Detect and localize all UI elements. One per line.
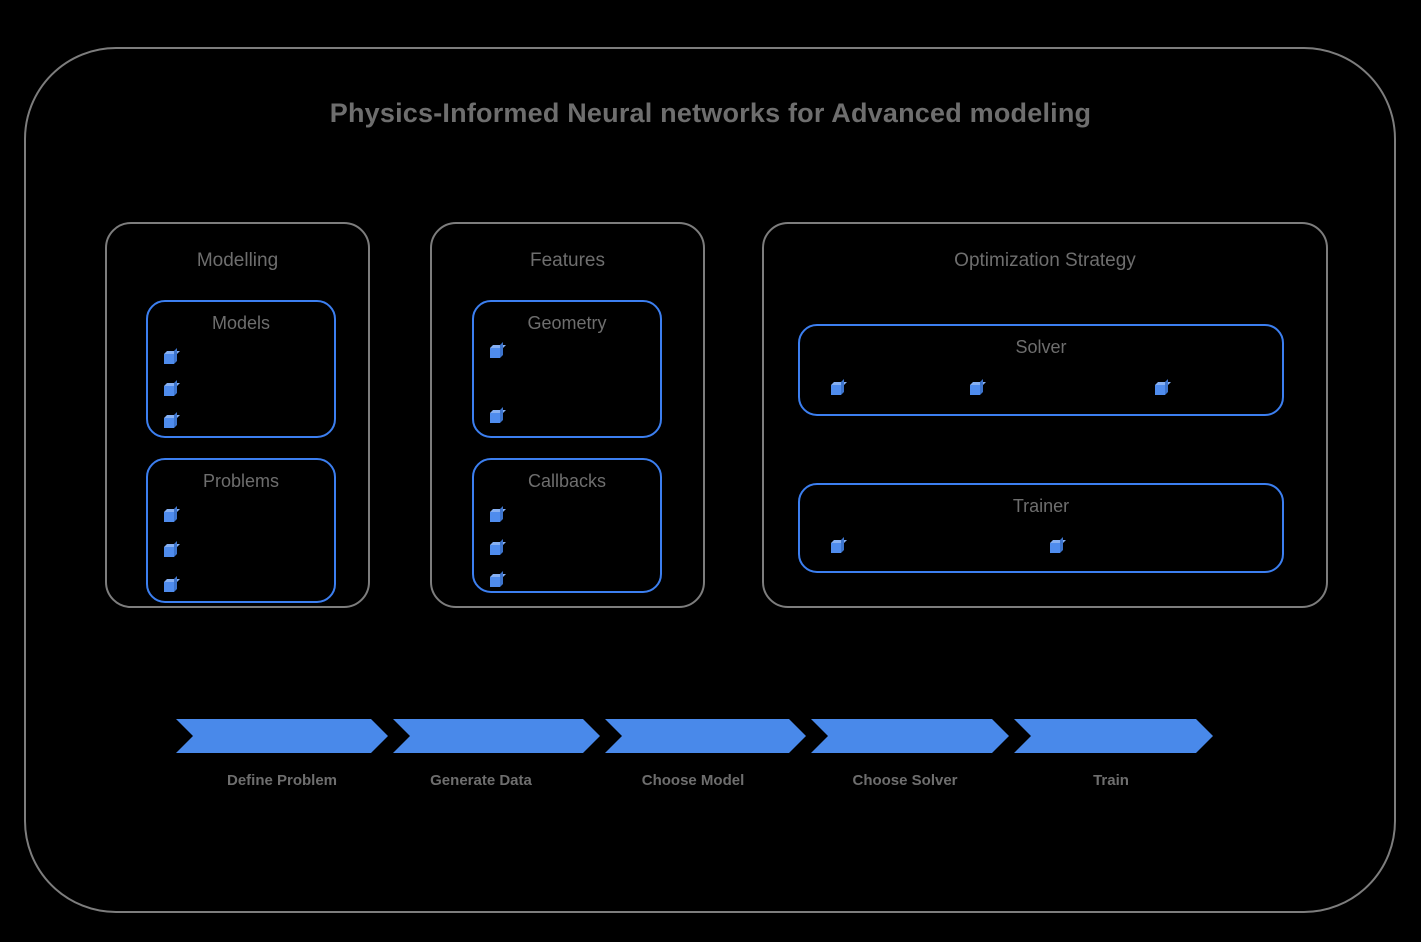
pipeline-arrow-1[interactable] <box>176 719 388 753</box>
cube-icon <box>164 576 180 592</box>
box-callbacks-title: Callbacks <box>527 471 607 491</box>
cube-icon <box>164 541 180 557</box>
pipeline-label-train: Train <box>1093 772 1129 789</box>
cube-icon <box>1050 537 1066 553</box>
box-trainer-title: Trainer <box>1012 496 1070 516</box>
cube-icon <box>1155 379 1171 395</box>
box-solver-title: Solver <box>1015 337 1067 357</box>
box-models-title: Models <box>211 313 271 333</box>
cube-icon <box>490 539 506 555</box>
box-trainer[interactable]: Trainer <box>798 483 1284 573</box>
cube-icon <box>831 379 847 395</box>
pipeline-arrow-3[interactable] <box>605 719 806 753</box>
cube-icon <box>490 407 506 423</box>
box-problems-title: Problems <box>202 471 280 491</box>
cube-icon <box>970 379 986 395</box>
cube-icon <box>831 537 847 553</box>
diagram-title: Physics-Informed Neural networks for Adv… <box>329 98 1092 128</box>
cube-icon <box>490 506 506 522</box>
box-problems[interactable]: Problems <box>146 458 336 603</box>
group-modelling-title: Modelling <box>196 250 279 271</box>
cube-icon <box>490 342 506 358</box>
pipeline-arrows <box>176 719 1213 753</box>
box-solver[interactable]: Solver <box>798 324 1284 416</box>
box-geometry-title: Geometry <box>527 313 607 333</box>
cube-icon <box>164 380 180 396</box>
group-optimization-strategy-title: Optimization Strategy <box>954 250 1136 271</box>
pipeline-label-choose-model: Choose Model <box>641 772 745 789</box>
pipeline-arrow-5[interactable] <box>1014 719 1213 753</box>
box-models[interactable]: Models <box>146 300 336 438</box>
box-geometry[interactable]: Geometry <box>472 300 662 438</box>
pipeline-label-choose-solver: Choose Solver <box>852 772 958 789</box>
cube-icon <box>164 412 180 428</box>
pipeline-label-define-problem: Define Problem <box>226 772 338 789</box>
pipeline-arrow-4[interactable] <box>811 719 1009 753</box>
pipeline-label-generate-data: Generate Data <box>430 772 532 789</box>
cube-icon <box>490 571 506 587</box>
group-features-title: Features <box>530 250 605 271</box>
cube-icon <box>164 506 180 522</box>
cube-icon <box>164 348 180 364</box>
diagram-outer-frame <box>24 47 1396 913</box>
pipeline-arrow-2[interactable] <box>393 719 600 753</box>
box-callbacks[interactable]: Callbacks <box>472 458 662 593</box>
pipeline-labels: Define Problem Generate Data Choose Mode… <box>176 772 1213 796</box>
